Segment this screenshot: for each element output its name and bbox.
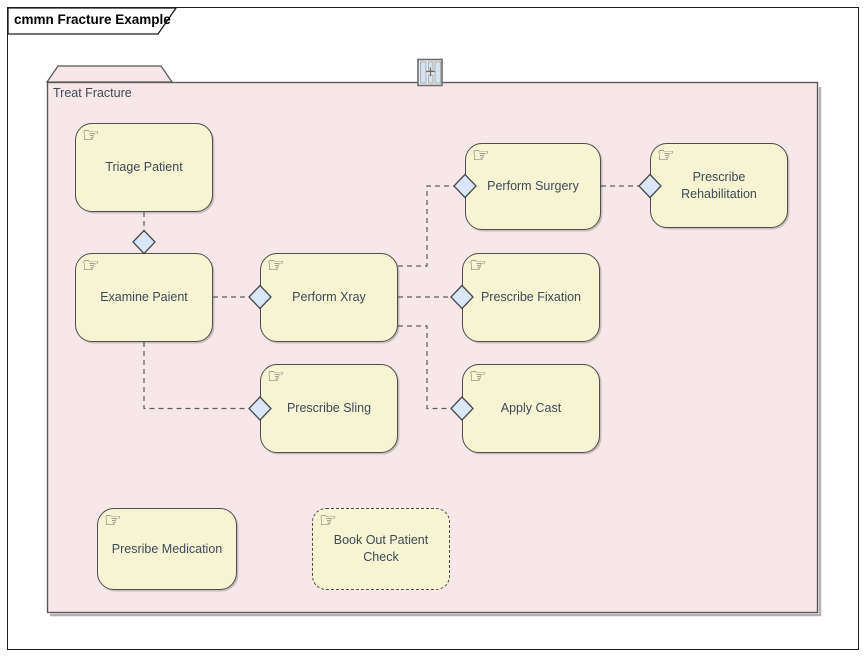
task-label: Prescribe Fixation: [480, 290, 582, 305]
task-label: Prescribe Rehabilitation: [681, 169, 757, 201]
task-label: Triage Patient: [105, 160, 183, 175]
task-apply-cast[interactable]: ☞ Apply Cast: [462, 364, 600, 453]
task-presribe-medication[interactable]: ☞ Presribe Medication: [97, 508, 237, 590]
human-task-hand-icon: ☞: [267, 253, 285, 277]
stage-shadow: [50, 87, 822, 617]
human-task-hand-icon: ☞: [469, 364, 487, 388]
task-triage-patient[interactable]: ☞ Triage Patient: [75, 123, 213, 212]
task-label: Examine Paient: [100, 290, 188, 305]
task-label: Perform Xray: [292, 290, 366, 305]
diagram-frame-border: [7, 7, 859, 650]
human-task-hand-icon: ☞: [267, 364, 285, 388]
stage-folder-tab[interactable]: [45, 65, 174, 83]
human-task-hand-icon: ☞: [472, 143, 490, 167]
human-task-hand-icon: ☞: [82, 253, 100, 277]
task-label: Presribe Medication: [111, 541, 223, 556]
frame-title-tab-shape: [7, 7, 178, 35]
task-prescribe-fixation[interactable]: ☞ Prescribe Fixation: [462, 253, 600, 342]
task-label: Perform Surgery: [487, 179, 579, 194]
stage-label: Treat Fracture: [53, 86, 132, 100]
task-perform-xray[interactable]: ☞ Perform Xray: [260, 253, 398, 342]
human-task-hand-icon: ☞: [82, 123, 100, 147]
frame-title: cmmn Fracture Example: [14, 12, 171, 27]
human-task-hand-icon: ☞: [319, 508, 337, 532]
task-label: Prescribe Sling: [286, 401, 372, 416]
task-perform-surgery[interactable]: ☞ Perform Surgery: [465, 143, 601, 230]
task-examine-paient[interactable]: ☞ Examine Paient: [75, 253, 213, 342]
task-label: Apply Cast: [500, 401, 562, 416]
task-book-out-patient-check[interactable]: ☞ Book Out Patient Check: [312, 508, 450, 590]
task-prescribe-sling[interactable]: ☞ Prescribe Sling: [260, 364, 398, 453]
human-task-hand-icon: ☞: [104, 508, 122, 532]
human-task-hand-icon: ☞: [469, 253, 487, 277]
task-label: Book Out Patient Check: [333, 533, 429, 564]
task-prescribe-rehabilitation[interactable]: ☞ Prescribe Rehabilitation: [650, 143, 788, 228]
human-task-hand-icon: ☞: [657, 143, 675, 167]
